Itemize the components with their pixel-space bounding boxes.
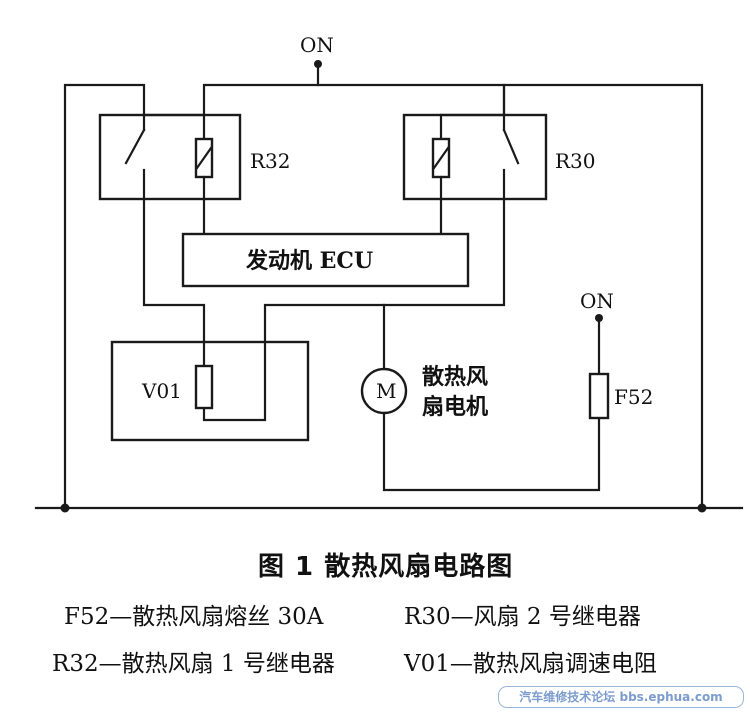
r30-coil-slash: [432, 146, 450, 170]
v01-box: [110, 340, 310, 442]
v01-label: V01: [141, 379, 182, 403]
r30-to-motor-wire: [202, 197, 506, 422]
motor-to-fuse-wire: [382, 411, 601, 492]
legend-v01: V01—散热风扇调速电阻: [404, 651, 657, 677]
r30-relay-box: [402, 113, 548, 201]
motor-label-line2: 扇电机: [422, 394, 488, 420]
v01-resistor: [194, 364, 214, 410]
f52-fuse: [588, 372, 610, 420]
left-ground-node: [60, 503, 70, 513]
motor-label-line1: 散热风: [422, 364, 488, 390]
legend-r32: R32—散热风扇 1 号继电器: [52, 651, 335, 677]
circuit-diagram: ON R32 R30 发动机 ECU V01 M 散热风 扇电机 ON F52: [34, 33, 744, 513]
legend-f52: F52—散热风扇熔丝 30A: [64, 604, 324, 630]
ecu-label: 发动机 ECU: [245, 248, 373, 274]
ecu-box: [181, 232, 470, 288]
legend-r30: R30—风扇 2 号继电器: [404, 604, 641, 630]
r30-switch-blade: [502, 128, 520, 165]
f52-label: F52: [614, 385, 653, 409]
r32-to-v01-wire: [142, 197, 206, 368]
r30-label: R30: [555, 149, 596, 173]
on-right-label: ON: [580, 289, 614, 313]
motor-symbol: M: [376, 379, 396, 403]
r32-coil-slash: [195, 146, 213, 170]
r32-label: R32: [250, 149, 291, 173]
r32-switch-blade: [124, 128, 146, 165]
forum-watermark: 汽车维修技术论坛 bbs.ephua.com: [498, 686, 744, 708]
left-ground-wire: [63, 83, 146, 510]
on-top-label: ON: [300, 33, 334, 57]
right-ground-node: [697, 503, 707, 513]
right-ground-wire: [502, 83, 704, 510]
r32-relay-box: [98, 113, 242, 201]
figure-caption-title: 图 1 散热风扇电路图: [258, 552, 514, 582]
